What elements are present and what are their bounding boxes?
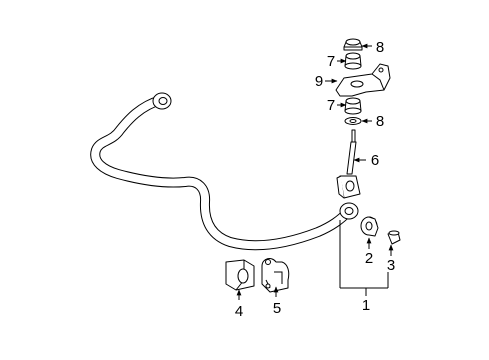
callout-labels: 8 7 9 7 8 6 2 3 4 5 1 xyxy=(235,39,395,320)
bushing-lower xyxy=(344,97,362,115)
callout-3: 3 xyxy=(387,257,395,274)
callout-8-lower: 8 xyxy=(376,113,384,130)
bushing-upper xyxy=(344,52,362,70)
callout-8-upper: 8 xyxy=(376,39,384,56)
nut-lower xyxy=(344,117,362,125)
callout-5: 5 xyxy=(273,300,281,317)
leader-lines xyxy=(236,43,394,300)
callout-9: 9 xyxy=(315,73,323,90)
bushing-2 xyxy=(360,216,379,237)
callout-4: 4 xyxy=(235,303,243,320)
bracket xyxy=(335,63,391,97)
nut-upper xyxy=(343,38,363,51)
clamp-bracket xyxy=(261,258,290,293)
callout-6: 6 xyxy=(371,152,379,169)
callout-7-lower: 7 xyxy=(327,97,335,114)
clamp-bushing xyxy=(225,259,255,291)
stabilizer-link xyxy=(336,129,361,199)
callout-2: 2 xyxy=(365,250,373,267)
callout-7-upper: 7 xyxy=(327,53,335,70)
stabilizer-bar xyxy=(90,92,359,251)
bushing-3 xyxy=(387,230,401,245)
callout-1: 1 xyxy=(362,297,370,314)
